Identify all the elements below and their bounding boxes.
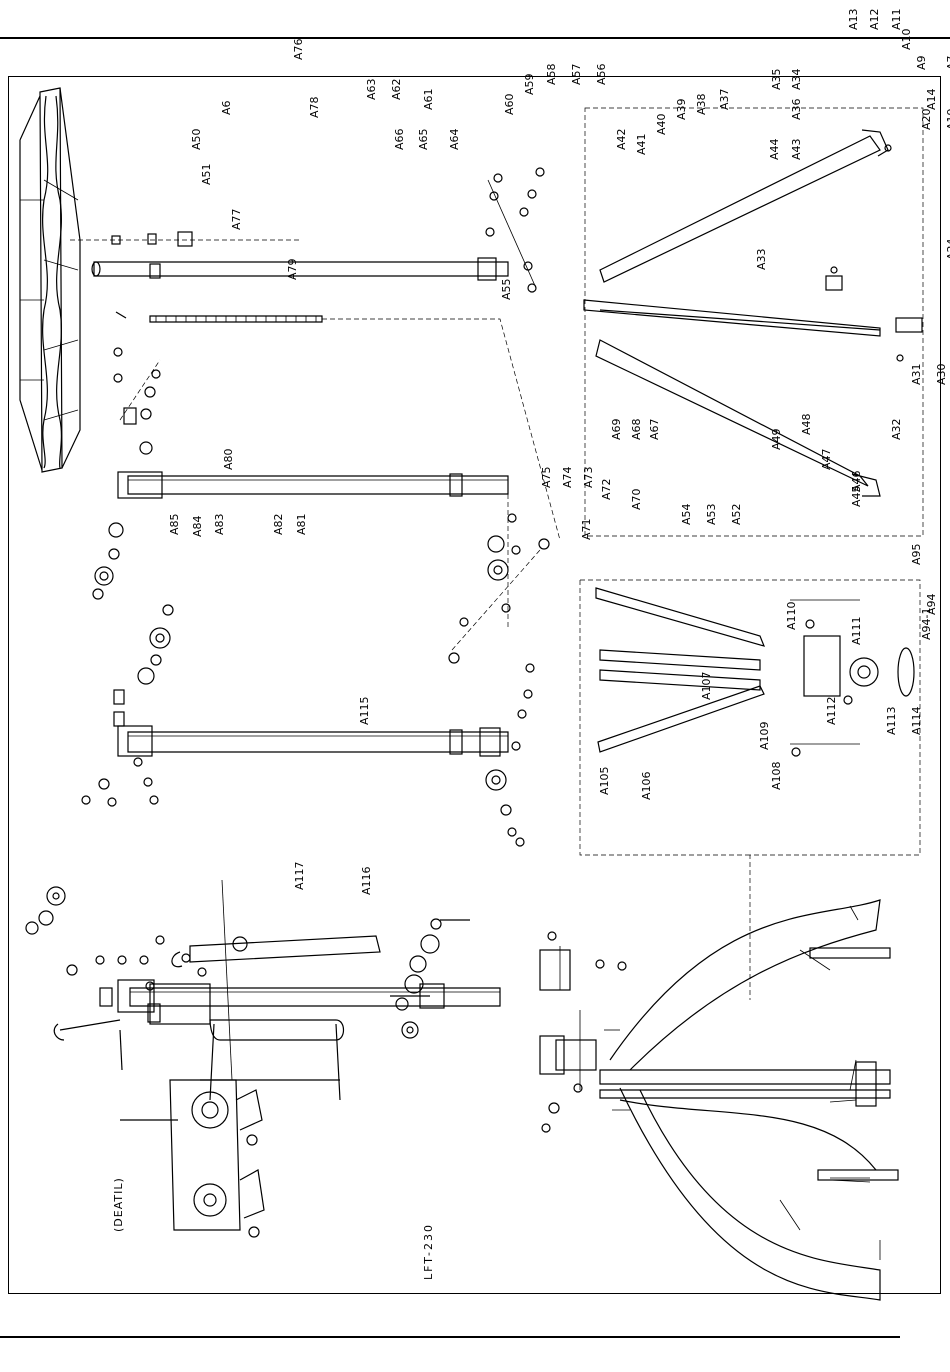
column-a1	[25, 879, 501, 1101]
part-label-a109: A109	[758, 721, 771, 750]
part-label-a24: A24	[945, 238, 950, 260]
part-label-a53: A53	[705, 503, 718, 525]
part-label-a79: A79	[286, 258, 299, 280]
part-label-a110: A110	[785, 601, 798, 630]
part-label-a32: A32	[890, 418, 903, 440]
part-label-a94-1: A94-1	[920, 608, 933, 641]
part-label-a85: A85	[168, 513, 181, 535]
part-label-a60: A60	[503, 93, 516, 115]
part-label-a64: A64	[448, 128, 461, 150]
part-label-a34: A34	[790, 68, 803, 90]
part-label-a115: A115	[358, 696, 371, 725]
part-label-a48: A48	[800, 413, 813, 435]
part-label-a95: A95	[910, 543, 923, 565]
part-label-a37: A37	[718, 88, 731, 110]
part-label-a74: A74	[561, 466, 574, 488]
part-label-a9: A9	[915, 55, 928, 70]
part-label-a106: A106	[640, 771, 653, 800]
part-label-a63: A63	[365, 78, 378, 100]
part-label-a68: A68	[630, 418, 643, 440]
part-label-a6: A6	[220, 100, 233, 115]
part-label-a58: A58	[545, 63, 558, 85]
part-label-a108: A108	[770, 761, 783, 790]
part-label-a39: A39	[675, 98, 688, 120]
part-label-a55: A55	[500, 278, 513, 300]
part-label-a67: A67	[648, 418, 661, 440]
part-label-a107: A107	[700, 671, 713, 700]
part-label-a38: A38	[695, 93, 708, 115]
part-label-a117: A117	[293, 861, 306, 890]
part-label-a66: A66	[393, 128, 406, 150]
part-label-a50: A50	[190, 128, 203, 150]
part-label-a111: A111	[850, 616, 863, 645]
part-label-a36: A36	[790, 98, 803, 120]
part-label-a75: A75	[540, 466, 553, 488]
part-label-a44: A44	[768, 138, 781, 160]
part-label-a10: A10	[900, 28, 913, 50]
part-label-a14: A14	[925, 88, 938, 110]
part-label-a65: A65	[417, 128, 430, 150]
part-label-a33: A33	[755, 248, 768, 270]
part-label-a71: A71	[580, 518, 593, 540]
base-assembly	[539, 899, 899, 1301]
part-label-a12: A12	[868, 8, 881, 30]
part-label-a114: A114	[910, 706, 923, 735]
part-label-a82: A82	[272, 513, 285, 535]
part-label-a43: A43	[790, 138, 803, 160]
part-label-a30: A30	[935, 363, 948, 385]
part-label-a7: A7	[945, 55, 950, 70]
part-label-a11: A11	[890, 8, 903, 30]
part-label-a51: A51	[200, 163, 213, 185]
part-label-a72: A72	[600, 478, 613, 500]
part-label-a113: A113	[885, 706, 898, 735]
model-title: LFT-230	[422, 1223, 435, 1280]
part-label-a112: A112	[825, 696, 838, 725]
part-label-a83: A83	[213, 513, 226, 535]
part-label-a54: A54	[680, 503, 693, 525]
part-label-a56: A56	[595, 63, 608, 85]
drawing-frame	[8, 76, 941, 1294]
header-rule	[0, 37, 950, 39]
part-label-a80: A80	[222, 448, 235, 470]
part-label-a81: A81	[295, 513, 308, 535]
part-label-a41: A41	[635, 133, 648, 155]
outrigger-box	[579, 579, 921, 1000]
part-label-a52: A52	[730, 503, 743, 525]
part-label-a20: A20	[920, 108, 933, 130]
part-label-a94: A94	[925, 593, 938, 615]
part-label-a19: A19	[945, 108, 950, 130]
part-label-a45: A45	[850, 485, 863, 507]
part-label-a35: A35	[770, 68, 783, 90]
part-label-a105: A105	[598, 766, 611, 795]
part-label-a57: A57	[570, 63, 583, 85]
part-label-a73: A73	[582, 466, 595, 488]
part-label-a40: A40	[655, 113, 668, 135]
part-label-a78: A78	[308, 96, 321, 118]
leg-assembly-box	[583, 107, 924, 537]
detail-note: (DEATIL)	[112, 1177, 125, 1232]
footer-rule	[0, 1336, 900, 1338]
platform-grid	[19, 87, 81, 473]
part-label-a62: A62	[390, 78, 403, 100]
part-label-a42: A42	[615, 128, 628, 150]
part-label-a76: A76	[292, 38, 305, 60]
part-label-a84: A84	[191, 515, 204, 537]
part-label-a13: A13	[847, 8, 860, 30]
upper-tube-assembly	[70, 167, 561, 541]
part-label-a69: A69	[610, 418, 623, 440]
winch-detail-a118	[120, 1079, 265, 1238]
part-label-a77: A77	[230, 208, 243, 230]
part-label-a70: A70	[630, 488, 643, 510]
part-label-a61: A61	[422, 88, 435, 110]
column-a55	[92, 347, 550, 630]
part-labels: A1A2A3A4A5A6A7A8A9A10A11A12A13A14A15A16A…	[168, 8, 950, 895]
column-a33	[81, 549, 541, 847]
part-label-a31: A31	[910, 363, 923, 385]
part-label-a59: A59	[523, 73, 536, 95]
part-label-a116: A116	[360, 866, 373, 895]
